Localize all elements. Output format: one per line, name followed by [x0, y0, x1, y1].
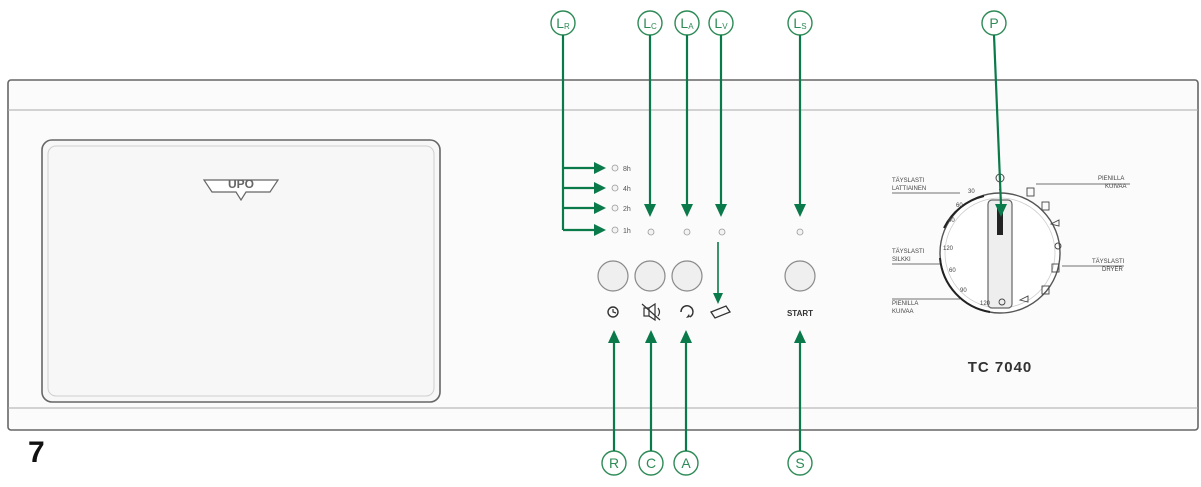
model-name: TC 7040: [968, 359, 1033, 376]
dial-label-bottom-left: PIENILLA KUIVAA: [892, 298, 960, 315]
svg-text:A: A: [681, 455, 691, 471]
arrow-r: [608, 330, 620, 451]
svg-text:P: P: [989, 15, 998, 31]
button-delay[interactable]: [597, 260, 629, 292]
arrow-s: [794, 330, 806, 451]
door-window-inner: [47, 145, 435, 397]
callout-c: C: [638, 450, 664, 476]
buzzer-icon: [641, 302, 661, 322]
svg-text:KUIVAA: KUIVAA: [1105, 184, 1127, 190]
callout-s: S: [787, 450, 813, 476]
svg-text:DRYER: DRYER: [1102, 267, 1124, 273]
dial-label-middle-left: TÄYSLASTI SILKKI: [892, 248, 940, 265]
arrow-p: [992, 34, 1007, 217]
dial-program-symbols: [998, 187, 1062, 306]
delay-led-1h: 1h: [611, 226, 631, 235]
water-container-icon: [710, 305, 731, 319]
dial-label-middle-right: TÄYSLASTI DRYER: [1062, 258, 1125, 273]
arrow-lc: [644, 35, 656, 217]
led-start: [796, 228, 804, 236]
arrow-c: [645, 330, 657, 451]
figure-number: 7: [28, 436, 45, 469]
svg-text:LC: LC: [643, 15, 657, 31]
callout-p: P: [981, 10, 1007, 36]
svg-text:SILKKI: SILKKI: [892, 257, 911, 263]
svg-text:R: R: [609, 455, 619, 471]
callout-ls: LS: [787, 10, 813, 36]
svg-text:LR: LR: [556, 15, 570, 31]
callout-a: A: [673, 450, 699, 476]
callout-lc: LC: [637, 10, 663, 36]
arrow-lv: [715, 35, 727, 217]
svg-text:1h: 1h: [623, 228, 631, 235]
svg-text:2h: 2h: [623, 206, 631, 213]
program-dial[interactable]: [939, 192, 1061, 314]
arrow-a: [680, 330, 692, 451]
dial-minute-5: 60: [949, 268, 956, 274]
svg-text:KUIVAA: KUIVAA: [892, 309, 914, 315]
svg-text:8h: 8h: [623, 166, 631, 173]
upo-logo: UPO: [202, 177, 280, 202]
arrow-la: [681, 35, 693, 217]
button-start[interactable]: [784, 260, 816, 292]
callout-la: LA: [674, 10, 700, 36]
led-water-container: [718, 228, 726, 236]
button-buzzer[interactable]: [634, 260, 666, 292]
dial-minute-7: 120: [980, 301, 991, 307]
start-label: START: [787, 309, 813, 318]
svg-text:TÄYSLASTI: TÄYSLASTI: [892, 177, 925, 184]
dial-label-top-right: PIENILLA KUIVAA: [1036, 176, 1130, 190]
svg-text:PIENILLA: PIENILLA: [1098, 176, 1124, 182]
dial-minute-2: 60: [956, 203, 963, 209]
svg-text:C: C: [646, 455, 656, 471]
svg-text:PIENILLA: PIENILLA: [892, 301, 918, 307]
dial-minute-4: 120: [943, 246, 954, 252]
clock-icon: [607, 306, 619, 318]
dial-label-top-left: TÄYSLASTI LATTIAINEN: [892, 177, 960, 194]
svg-text:TÄYSLASTI: TÄYSLASTI: [892, 248, 925, 255]
svg-text:LATTIAINEN: LATTIAINEN: [892, 186, 926, 192]
svg-text:4h: 4h: [623, 186, 631, 193]
led-anti-crease: [683, 228, 691, 236]
delay-led-2h: 2h: [611, 204, 631, 213]
anti-crease-icon: [680, 305, 694, 318]
arrow-lr: [561, 35, 606, 236]
svg-text:LA: LA: [680, 15, 694, 31]
svg-text:TÄYSLASTI: TÄYSLASTI: [1092, 258, 1125, 265]
dial-minute-6: 90: [960, 288, 967, 294]
delay-led-8h: 8h: [611, 164, 631, 173]
door-window: [41, 139, 441, 403]
delay-led-4h: 4h: [611, 184, 631, 193]
svg-text:S: S: [795, 455, 804, 471]
dial-pointer: [997, 205, 1003, 235]
brand-logo-text: UPO: [228, 177, 254, 191]
svg-text:LV: LV: [714, 15, 728, 31]
callout-lv: LV: [708, 10, 734, 36]
callout-r: R: [601, 450, 627, 476]
button-anti-crease[interactable]: [671, 260, 703, 292]
svg-text:LS: LS: [793, 15, 806, 31]
dial-minute-1: 30: [968, 189, 975, 195]
led-buzzer: [647, 228, 655, 236]
arrow-ls: [794, 35, 806, 217]
callout-lr: LR: [550, 10, 576, 36]
dial-minute-3: 40: [948, 218, 955, 224]
